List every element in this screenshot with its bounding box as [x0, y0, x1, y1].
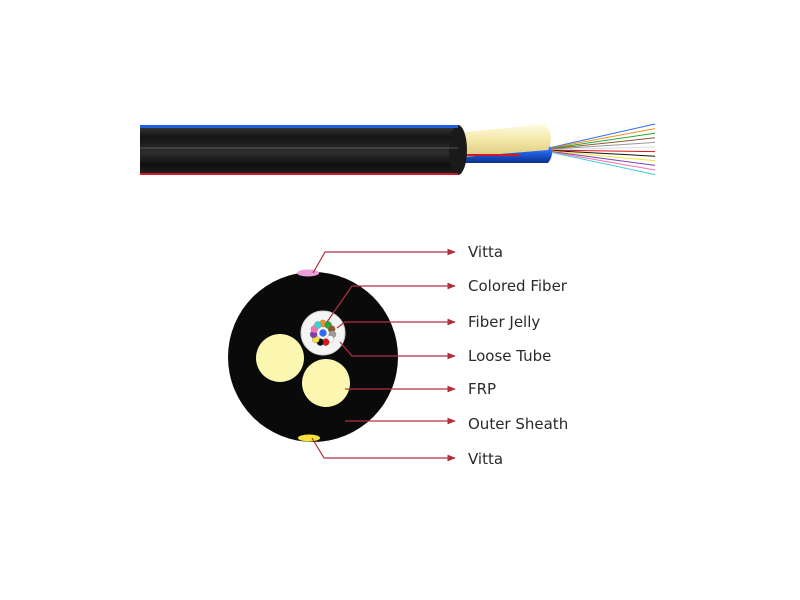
vitta-top-mark — [297, 269, 319, 277]
sheath-end — [449, 125, 467, 175]
leader-fiber-jelly — [336, 318, 456, 329]
blue-stripe — [140, 125, 458, 128]
fiber-strand — [539, 149, 656, 176]
fiber-strand — [539, 132, 656, 151]
leader-lines — [311, 248, 456, 462]
fiber-dot — [314, 321, 322, 329]
fiber-strand — [539, 149, 656, 171]
fiber-strand — [539, 149, 656, 157]
leader-vitta-top — [312, 248, 456, 274]
labels: Vitta Colored Fiber Fiber Jelly Loose Tu… — [468, 243, 568, 468]
label-outer-sheath: Outer Sheath — [468, 415, 568, 433]
fiber-strand — [539, 146, 656, 151]
label-vitta-bottom: Vitta — [468, 450, 503, 468]
loose-tube-side — [445, 124, 551, 158]
colored-fibers — [309, 319, 337, 346]
label-colored-fiber: Colored Fiber — [468, 277, 568, 295]
fiber-strand — [539, 141, 656, 151]
label-loose-tube: Loose Tube — [468, 347, 551, 365]
fiber-fan — [539, 123, 656, 176]
frp-circle-right — [302, 359, 350, 407]
fiber-strand — [539, 128, 656, 151]
cable-side-view — [140, 123, 656, 176]
outer-sheath-circle — [228, 272, 398, 442]
outer-sheath-side — [140, 125, 458, 175]
leader-vitta-bottom — [311, 437, 456, 462]
red-stripe — [140, 173, 458, 175]
vitta-bottom-mark — [298, 434, 320, 442]
fiber-strand — [539, 137, 656, 151]
fiber-strand — [539, 149, 656, 166]
fiber-strand — [539, 149, 656, 153]
cross-section — [228, 269, 398, 442]
sheath-highlight — [140, 147, 458, 149]
label-vitta-top: Vitta — [468, 243, 503, 261]
frp-circle-left — [256, 334, 304, 382]
fiber-strand — [539, 123, 656, 151]
label-fiber-jelly: Fiber Jelly — [468, 313, 540, 331]
fiber-strand — [539, 149, 656, 162]
leader-loose-tube — [339, 341, 456, 360]
fiber-dot — [319, 329, 327, 337]
leader-colored-fiber — [326, 282, 456, 323]
label-frp: FRP — [468, 380, 496, 398]
